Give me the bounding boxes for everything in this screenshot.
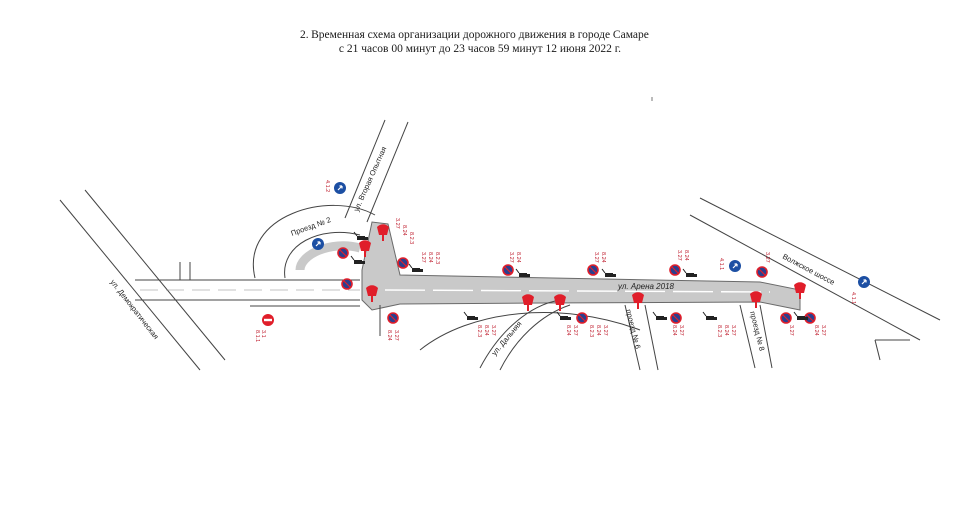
direction-icon — [333, 181, 347, 195]
barrier-icon — [631, 291, 645, 310]
code-label: 3.1 — [260, 330, 266, 338]
direction-icon — [857, 275, 871, 289]
code-label: 8.24 — [515, 252, 521, 263]
document-header: 2. Временная схема организации дорожного… — [0, 28, 960, 56]
tow-truck-icon — [350, 255, 366, 265]
code-label: 8.24 — [595, 325, 601, 336]
code-label: 8.2.3 — [716, 325, 722, 337]
code-label: 8.24 — [723, 325, 729, 336]
code-label: 3.27 — [602, 325, 608, 336]
tow-truck-icon — [408, 263, 424, 273]
direction-icon — [728, 259, 742, 273]
code-label: 8.2.3 — [434, 252, 440, 264]
code-label: 4.1.2 — [324, 180, 330, 192]
no-parking-icon — [576, 312, 588, 324]
code-label: 3.27 — [394, 218, 400, 229]
no-parking-icon — [780, 312, 792, 324]
label-arena-2018: ул. Арена 2018 — [617, 282, 675, 291]
code-label: 3.27 — [420, 252, 426, 263]
code-label: 8.24 — [401, 225, 407, 236]
tow-truck-icon — [515, 268, 531, 278]
tow-truck-icon — [601, 268, 617, 278]
street-demokraticheskaya — [59, 189, 226, 371]
code-label: 3.27 — [490, 325, 496, 336]
code-label: 3.27 — [788, 325, 794, 336]
label-proezd-6: проезд № 6 — [624, 308, 643, 349]
tow-truck-icon — [652, 311, 668, 321]
code-label: 8.1.1 — [254, 330, 260, 342]
no-parking-icon — [337, 247, 349, 259]
tow-truck-icon — [353, 231, 369, 241]
code-label: 4.1.1 — [850, 292, 856, 304]
title-line-1: Временная схема организации дорожного дв… — [311, 29, 649, 41]
code-label: 8.2.3 — [476, 325, 482, 337]
code-label: 8.24 — [565, 325, 571, 336]
label-proezd-2: Проезд № 2 — [290, 215, 332, 238]
no-parking-icon — [397, 257, 409, 269]
code-label: 8.24 — [427, 252, 433, 263]
no-parking-icon — [341, 278, 353, 290]
no-parking-icon — [756, 266, 768, 278]
code-label: 8.2.3 — [408, 232, 414, 244]
code-label: 3.27 — [676, 250, 682, 261]
code-label: 3.27 — [593, 252, 599, 263]
tow-truck-icon — [702, 311, 718, 321]
code-label: 3.27 — [820, 325, 826, 336]
no-parking-icon — [587, 264, 599, 276]
code-label: 8.2.3 — [588, 325, 594, 337]
street-volzhskoe — [689, 197, 941, 361]
no-parking-icon — [670, 312, 682, 324]
code-label: 8.24 — [813, 325, 819, 336]
label-demokraticheskaya: ул. Демократическая — [108, 278, 160, 341]
code-label: 3.27 — [764, 252, 770, 263]
tow-truck-icon — [463, 311, 479, 321]
code-label: 4.1.1 — [718, 258, 724, 270]
title-line-2: с 21 часов 00 минут до 23 часов 59 минут… — [338, 43, 622, 55]
code-label: 3.27 — [572, 325, 578, 336]
street-proezd-2 — [252, 204, 376, 279]
direction-icon — [311, 237, 325, 251]
code-label: 8.24 — [483, 325, 489, 336]
code-label: 8.24 — [600, 252, 606, 263]
road-edges — [135, 262, 360, 301]
no-parking-icon — [502, 264, 514, 276]
code-label: 3.27 — [678, 325, 684, 336]
code-label: 3.27 — [393, 330, 399, 341]
code-label: 3.27 — [730, 325, 736, 336]
barrier-icon — [521, 293, 535, 312]
label-proezd-8: проезд № 8 — [748, 310, 767, 351]
code-label: 8.24 — [386, 330, 392, 341]
sign-code-labels: 3.1 8.1.1 4.1.2 4.1.1 4.1.1 3.27 8.24 8.… — [254, 180, 856, 342]
label-vtoraya-opytnaya: ул. Вторая Опытная — [352, 145, 389, 213]
tow-truck-icon — [682, 268, 698, 278]
street-vtoraya-opytnaya — [344, 119, 409, 223]
barrier-icon — [553, 293, 567, 312]
closed-road-arena-2018 — [361, 221, 801, 311]
code-label: 3.27 — [508, 252, 514, 263]
code-label: 8.24 — [683, 250, 689, 261]
code-label: 8.24 — [671, 325, 677, 336]
no-parking-icon — [669, 264, 681, 276]
no-entry-icon — [262, 314, 274, 326]
section-number: 2. — [300, 29, 309, 41]
no-parking-icon — [387, 312, 399, 324]
